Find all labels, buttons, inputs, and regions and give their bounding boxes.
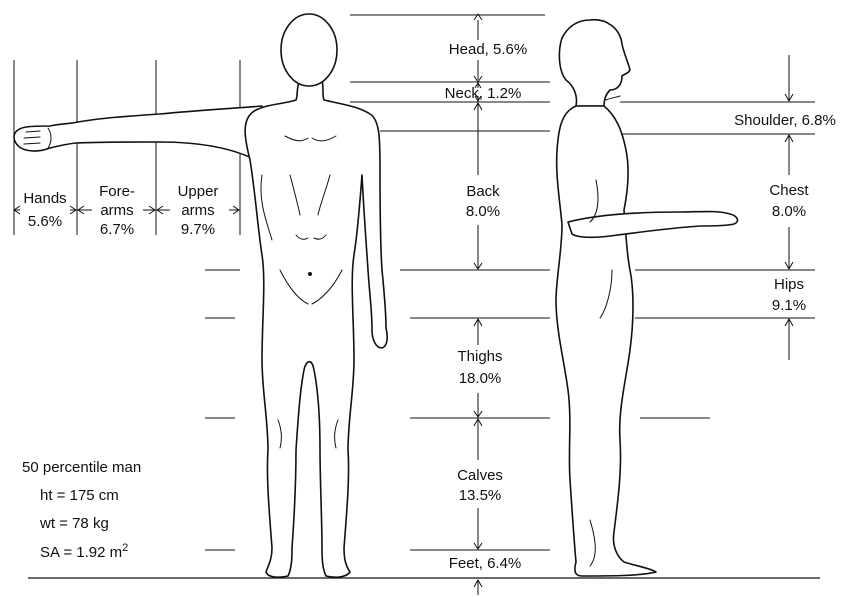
upperarms-label-2: arms xyxy=(181,202,214,219)
front-body-outline xyxy=(245,80,387,577)
head-label: Head, 5.6% xyxy=(449,41,527,58)
neck-label: Neck, 1.2% xyxy=(445,85,522,102)
front-head xyxy=(281,14,337,86)
forearms-percent: 6.7% xyxy=(100,221,134,238)
chest-label: Chest xyxy=(769,182,809,199)
side-body-outline xyxy=(556,106,656,576)
hips-label: Hips xyxy=(774,276,804,293)
back-percent: 8.0% xyxy=(466,203,500,220)
front-navel xyxy=(308,272,312,276)
hips-percent: 9.1% xyxy=(772,297,806,314)
subject-surface-area: SA = 1.92 m2 xyxy=(40,542,128,561)
hands-percent: 5.6% xyxy=(28,213,62,230)
thighs-label: Thighs xyxy=(457,348,502,365)
front-extended-arm xyxy=(14,106,262,160)
thighs-percent: 18.0% xyxy=(459,370,502,387)
side-head xyxy=(559,20,630,106)
chest-percent: 8.0% xyxy=(772,203,806,220)
right-scale: Shoulder, 6.8% Chest 8.0% Hips 9.1% xyxy=(620,55,836,418)
subject-weight: wt = 78 kg xyxy=(39,515,109,532)
hands-label: Hands xyxy=(23,190,66,207)
feet-label: Feet, 6.4% xyxy=(449,555,522,572)
subject-info: 50 percentile man ht = 175 cm wt = 78 kg… xyxy=(22,459,141,561)
subject-height: ht = 175 cm xyxy=(40,487,119,504)
side-figure xyxy=(556,20,737,576)
shoulder-label: Shoulder, 6.8% xyxy=(734,112,836,129)
upperarms-label-1: Upper xyxy=(178,183,219,200)
forearms-label-1: Fore- xyxy=(99,183,135,200)
calves-label: Calves xyxy=(457,467,503,484)
upperarms-percent: 9.7% xyxy=(181,221,215,238)
back-label: Back xyxy=(466,183,500,200)
subject-title: 50 percentile man xyxy=(22,459,141,476)
calves-percent: 13.5% xyxy=(459,487,502,504)
forearms-label-2: arms xyxy=(100,202,133,219)
